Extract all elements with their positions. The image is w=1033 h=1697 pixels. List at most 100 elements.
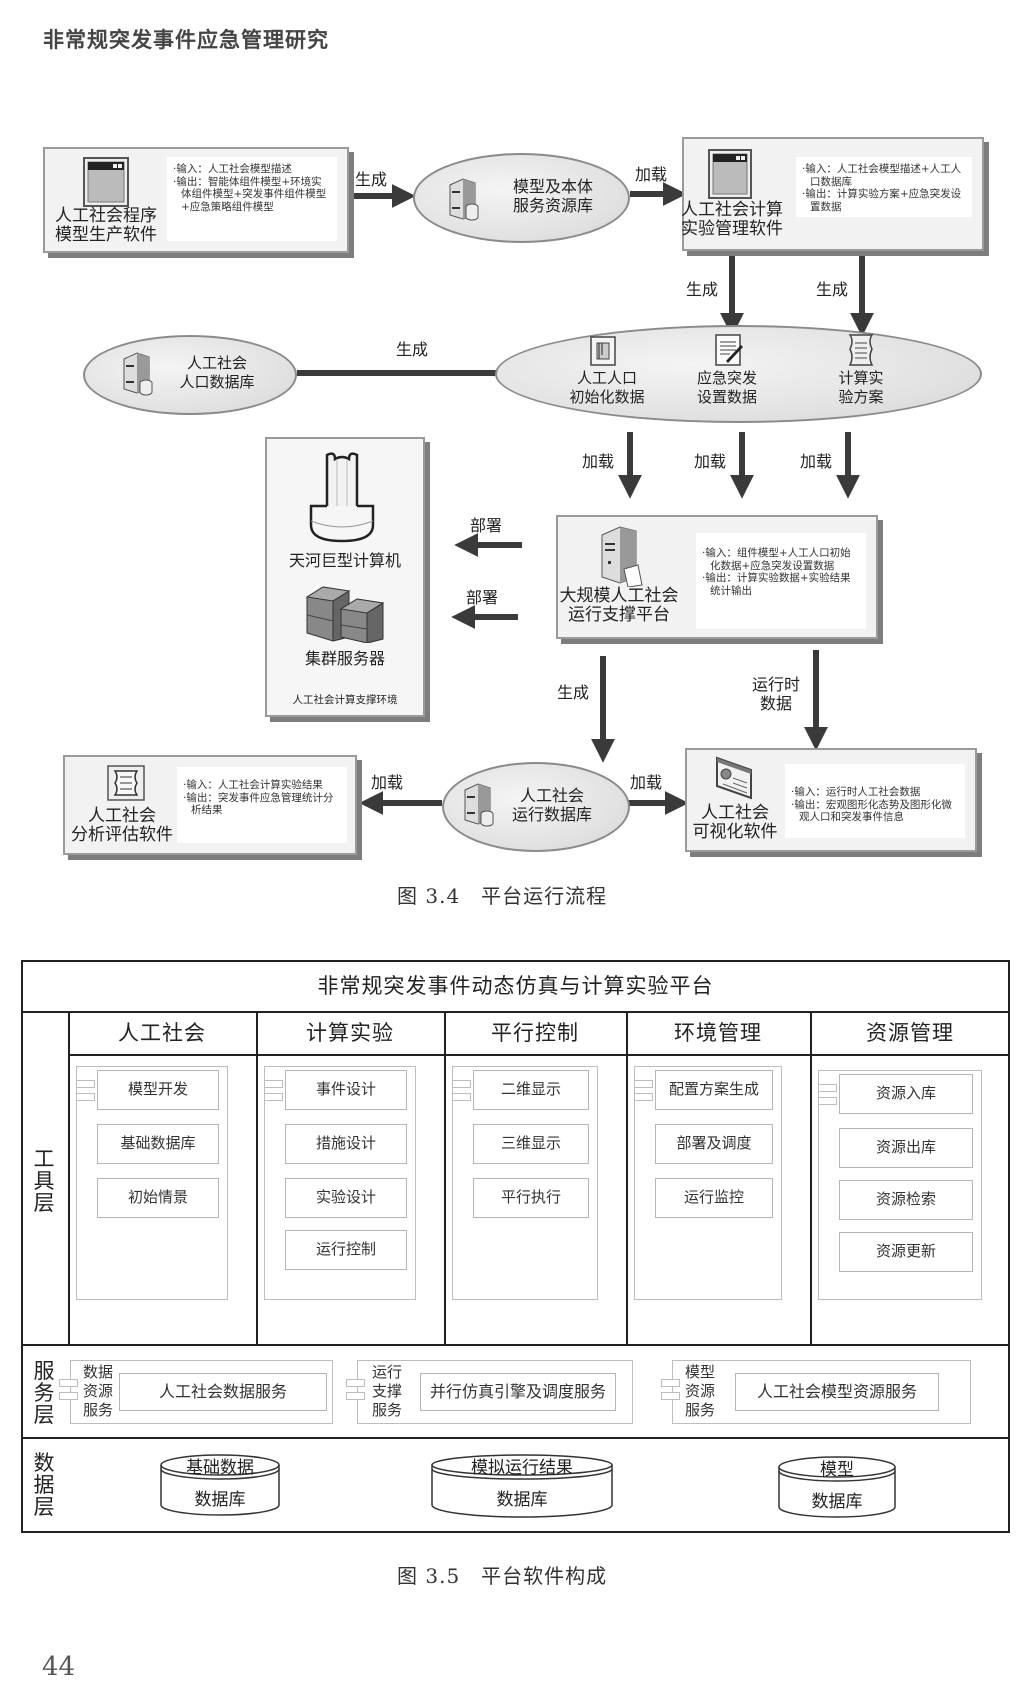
database-cylinder: 模型 数据库 <box>778 1455 896 1519</box>
edge-label-runtime-data: 运行时 数据 <box>752 675 801 713</box>
edge-label-deploy: 部署 <box>466 588 499 607</box>
node-notes: ·输入：运行时人工社会数据 ·输出：宏观图形化态势及图形化微观人口和突发事件信息 <box>785 764 965 838</box>
service-label: 数据资源服务 <box>83 1363 114 1419</box>
tool-component-group <box>634 1066 782 1300</box>
node-title: 人工社会程序 模型生产软件 <box>55 206 157 245</box>
platform-frame <box>21 960 1010 1533</box>
tool-item: 基础数据库 <box>97 1124 219 1164</box>
database-server-icon <box>123 352 153 396</box>
tool-column-header: 人工社会 <box>118 1021 206 1045</box>
divider <box>444 1011 446 1345</box>
model-generation-software-node: 人工社会程序 模型生产软件 ·输入：人工社会模型描述 ·输出：智能体组件模型+环… <box>43 147 349 253</box>
platform-title: 非常规突发事件动态仿真与计算实验平台 <box>317 974 714 998</box>
service-item: 并行仿真引擎及调度服务 <box>420 1373 616 1411</box>
edge-label-load: 加载 <box>630 773 663 792</box>
database-type: 数据库 <box>496 1490 548 1510</box>
edge-label-generate: 生成 <box>396 340 429 359</box>
page-number: 44 <box>42 1652 76 1682</box>
edge-label-load: 加载 <box>694 452 727 471</box>
database-type: 数据库 <box>811 1492 863 1512</box>
service-item: 人工社会数据服务 <box>119 1373 327 1411</box>
database-name: 模拟运行结果 <box>471 1458 573 1478</box>
divider <box>21 1011 1010 1013</box>
tool-item: 实验设计 <box>285 1178 407 1218</box>
analysis-software-node: 人工社会 分析评估软件 ·输入：人工社会计算实验结果 ·输出：突发事件应急管理统… <box>63 755 357 855</box>
database-type: 数据库 <box>194 1490 246 1510</box>
supercomputer-label: 天河巨型计算机 <box>288 551 401 570</box>
tool-component-group <box>452 1066 598 1300</box>
service-group: 数据资源服务 人工社会数据服务 <box>59 1360 333 1424</box>
service-label: 运行支撑服务 <box>372 1363 403 1419</box>
runtime-platform-node: 大规模人工社会 运行支撑平台 ·输入：组件模型+人工人口初始化数据+应急突发设置… <box>556 515 878 639</box>
tool-column-header: 环境管理 <box>674 1021 762 1045</box>
component-connector-icon <box>76 1080 95 1106</box>
database-icon <box>778 1456 896 1518</box>
data-item-label: 人工人口 初始化数据 <box>569 369 645 406</box>
application-window-icon <box>83 157 129 207</box>
tool-item: 二维显示 <box>473 1070 589 1110</box>
service-group: 模型资源服务 人工社会模型资源服务 <box>661 1360 971 1424</box>
scroll-plan-icon <box>848 334 874 366</box>
divider <box>626 1011 628 1345</box>
node-title: 人工社会 运行数据库 <box>511 786 592 824</box>
component-connector-icon <box>634 1080 653 1106</box>
population-database-node: 人工社会 人口数据库 <box>83 335 297 415</box>
edge-label-generate: 生成 <box>816 280 849 299</box>
data-item-label: 应急突发 设置数据 <box>696 369 757 406</box>
tool-item: 运行控制 <box>285 1230 407 1270</box>
tool-item: 运行监控 <box>655 1178 773 1218</box>
edge-label-generate: 生成 <box>355 170 388 189</box>
flow-arrows <box>297 182 874 815</box>
model-ontology-repository-node: 模型及本体 服务资源库 <box>413 153 630 243</box>
node-title: 大规模人工社会 运行支撑平台 <box>559 586 679 625</box>
tool-column-header: 资源管理 <box>866 1021 954 1045</box>
tool-item: 三维显示 <box>473 1124 589 1164</box>
component-connector-icon <box>59 1379 78 1405</box>
scroll-plan-icon <box>107 765 145 801</box>
service-group: 运行支撑服务 并行仿真引擎及调度服务 <box>346 1360 633 1424</box>
database-server-icon <box>449 178 479 221</box>
figure-3-5-caption: 图 3.5 平台软件构成 <box>397 1564 608 1588</box>
tool-item: 配置方案生成 <box>655 1070 773 1110</box>
node-title: 人工社会 分析评估软件 <box>71 806 173 845</box>
service-label: 模型资源服务 <box>685 1363 716 1419</box>
node-notes: ·输入：人工社会计算实验结果 ·输出：突发事件应急管理统计分析结果 <box>177 767 347 843</box>
node-notes: ·输入：人工社会模型描述 ·输出：智能体组件模型+环境实体组件模型+突发事件组件… <box>167 157 337 241</box>
edge-label-deploy: 部署 <box>470 516 503 535</box>
document-edit-icon <box>715 334 743 366</box>
layer-label-tool: 工具层 <box>33 1147 55 1215</box>
edge-label-generate: 生成 <box>686 280 719 299</box>
experiment-data-set-node: 人工人口 初始化数据 应急突发 设置数据 计算实 验方案 <box>495 325 982 423</box>
display-card-icon <box>716 756 752 800</box>
tool-item: 措施设计 <box>285 1124 407 1164</box>
node-notes: ·输入：人工社会模型描述+人工人口数据库 ·输出：计算实验方案+应急突发设置数据 <box>796 157 972 217</box>
folder-data-icon <box>590 336 616 366</box>
divider <box>256 1011 258 1345</box>
divider <box>68 1054 1010 1056</box>
component-connector-icon <box>661 1379 680 1405</box>
database-icon <box>160 1454 280 1516</box>
database-name: 基础数据 <box>186 1458 254 1478</box>
cluster-label: 集群服务器 <box>304 649 385 668</box>
tool-column-header: 计算实验 <box>306 1021 394 1045</box>
node-notes: ·输入：组件模型+人工人口初始化数据+应急突发设置数据 ·输出：计算实验数据+实… <box>696 533 866 629</box>
runtime-database-node: 人工社会 运行数据库 <box>442 762 630 852</box>
cluster-server-icon <box>305 586 385 643</box>
edge-label-load: 加载 <box>800 452 833 471</box>
edge-label-load: 加载 <box>582 452 615 471</box>
tool-component-group <box>264 1066 416 1300</box>
edge-label-load: 加载 <box>371 773 404 792</box>
edge-label-generate: 生成 <box>557 683 590 702</box>
edge-label-load: 加载 <box>635 165 668 184</box>
supercomputer-icon <box>309 452 375 543</box>
tool-item: 资源入库 <box>839 1074 973 1114</box>
compute-environment-footer: 人工社会计算支撑环境 <box>292 694 398 706</box>
node-title: 模型及本体 服务资源库 <box>512 177 593 215</box>
divider <box>21 1344 1010 1346</box>
data-item-label: 计算实 验方案 <box>838 369 884 406</box>
layer-label-data: 数据层 <box>33 1451 55 1519</box>
component-connector-icon <box>452 1080 471 1106</box>
component-connector-icon <box>346 1379 365 1405</box>
divider <box>21 1437 1010 1439</box>
node-title: 人工社会计算 实验管理软件 <box>681 200 783 239</box>
